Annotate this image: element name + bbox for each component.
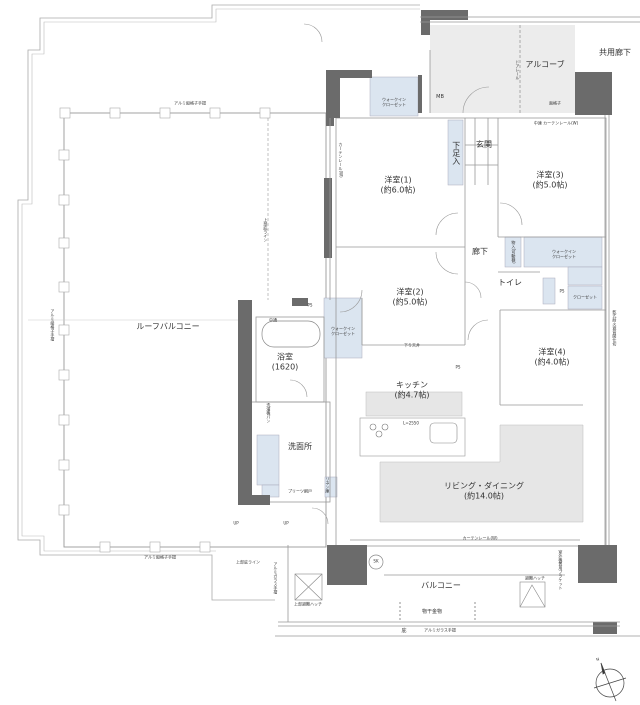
shoe-box-label: 下足入 xyxy=(451,141,461,165)
closets xyxy=(256,76,603,498)
room-name: 洋室(1) xyxy=(384,175,412,185)
sink-icon xyxy=(429,422,458,444)
room-western1: 洋室(1)(約6.0帖) xyxy=(381,175,416,194)
partition-label: 乾式耐火遮音間仕切 xyxy=(612,310,618,346)
counter-length-label: L=2550 xyxy=(403,420,419,426)
roof-balcony-outline-inner xyxy=(21,8,420,552)
room-name: キッチン xyxy=(396,380,428,390)
railing-posts xyxy=(58,107,271,553)
common-corridor-label: 共用廊下 xyxy=(599,48,631,58)
room-size: (約5.0帖) xyxy=(532,180,568,189)
ps-label-1: PS xyxy=(307,302,313,308)
laundry-hanger-label: 物干金物 xyxy=(421,609,443,615)
wic2-label: ウォークイン クローゼット xyxy=(552,249,576,259)
stairs-up-label-1: UP xyxy=(233,520,239,526)
pleated-door-label: プリーツ網戸 xyxy=(288,488,312,494)
structural-walls xyxy=(238,10,617,634)
room-entrance: 玄関 xyxy=(476,140,492,150)
aluminum-lattice-left-label: アルミ縦格子手摺 xyxy=(50,309,56,341)
alcove-floor xyxy=(430,25,575,113)
upper-evac-hatch-icon xyxy=(294,573,323,601)
room-hallway: 廊下 xyxy=(472,247,488,257)
aluminum-glass-rail-label: アルミガラス手摺 xyxy=(424,627,456,633)
sk-label: SK xyxy=(373,558,379,564)
storage-label: 物入(可動棚) xyxy=(511,240,517,264)
living-floor-shade xyxy=(379,424,584,523)
curtain-rail-left-label: カーテンレール(W) xyxy=(338,142,344,178)
aluminum-lattice-top-label: アルミ縦格子手摺 xyxy=(174,100,206,106)
room-size: (約4.0帖) xyxy=(534,357,570,366)
room-washroom: 洗面所 xyxy=(288,442,312,452)
upper-eave-line-label: 上部庇ライン xyxy=(263,218,269,242)
eave-label: 庇 xyxy=(401,628,407,634)
kitchen-counter xyxy=(365,391,463,417)
bathtub-icon xyxy=(261,320,321,348)
room-name: 浴室 xyxy=(276,352,293,362)
linen-label: リネン庫 xyxy=(325,477,331,493)
wic1-label: ウォークイン クローゼット xyxy=(382,97,406,107)
ps-label-3: PS xyxy=(559,288,565,294)
evac-hatch-icon xyxy=(519,581,546,608)
room-kitchen: キッチン(約4.7帖) xyxy=(395,380,430,399)
upper-eave-line-label-2: 上部庇ライン xyxy=(236,559,260,565)
room-size: (約4.7帖) xyxy=(394,390,430,399)
door-rail-label: ドアレール xyxy=(515,60,521,80)
hanger-posts xyxy=(399,602,476,622)
door-swings xyxy=(289,23,523,525)
room-name: 洋室(3) xyxy=(536,170,564,180)
compass-icon xyxy=(593,662,627,702)
closet-label: クローゼット xyxy=(573,294,597,300)
room-western2: 洋室(2)(約5.0帖) xyxy=(393,287,428,306)
roof-balcony-outline xyxy=(17,4,420,601)
room-western3: 洋室(3)(約5.0帖) xyxy=(533,170,568,189)
balcony-outline xyxy=(275,545,640,637)
room-size: (1620) xyxy=(271,362,299,371)
room-alcove: アルコーブ xyxy=(525,60,565,70)
stairs-up-label-2: UP xyxy=(283,520,289,526)
room-balcony: バルコニー xyxy=(421,581,461,591)
room-name: 洋室(4) xyxy=(538,347,566,357)
mid-label: 中通 xyxy=(269,317,277,323)
upper-evac-hatch-label: 上部避難ハッチ xyxy=(294,601,322,607)
outdoor-unit-bracket-label: 室外機置用ブラケット xyxy=(558,550,564,590)
ps-label-2: PS xyxy=(455,364,461,370)
aluminum-lattice-bottom-label: アルミ縦格子手摺 xyxy=(144,554,176,560)
curtain-rail-label: カーテンレール(W) xyxy=(462,535,498,541)
stove-icon xyxy=(369,423,389,438)
laundry-pan-label: 洗濯機パン xyxy=(266,403,272,423)
room-size: (約6.0帖) xyxy=(380,185,416,194)
lowered-ceiling-label: 下り天井 xyxy=(404,342,420,348)
exterior-walls xyxy=(329,16,640,545)
room-western4: 洋室(4)(約4.0帖) xyxy=(535,347,570,366)
sk-icon xyxy=(368,554,384,570)
mb-label: MB xyxy=(436,94,444,100)
room-bath: 浴室(1620) xyxy=(272,352,299,371)
room-size: (約14.0帖) xyxy=(463,491,505,500)
aluminum-glass-rail-side-label: アルミガラス手摺 xyxy=(273,562,279,594)
room-living-dining: リビング・ダイニング(約14.0帖) xyxy=(444,481,524,500)
room-size: (約5.0帖) xyxy=(392,297,428,306)
room-name: 洋室(2) xyxy=(396,287,424,297)
lattice-label: 面格子 xyxy=(549,100,561,106)
curtain-rail-mid-label: 中連 カーテンレール(W) xyxy=(533,120,579,126)
room-toilet: トイレ xyxy=(498,278,522,288)
room-roof-balcony: ルーフバルコニー xyxy=(136,322,200,332)
wic3-label: ウォークイン クローゼット xyxy=(331,326,355,336)
room-name: リビング・ダイニング xyxy=(444,481,524,491)
evac-hatch-label: 避難ハッチ xyxy=(525,575,545,581)
